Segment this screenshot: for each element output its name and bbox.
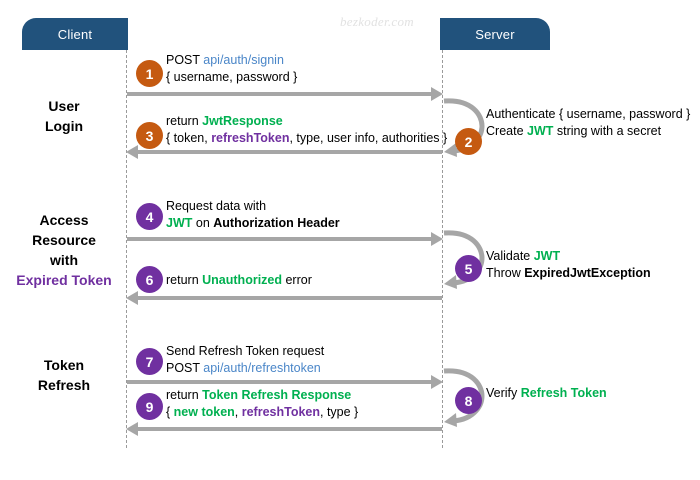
step-badge-2: 2 bbox=[455, 128, 482, 155]
phase-label-line: with bbox=[50, 252, 78, 268]
text-run: Create bbox=[486, 124, 527, 138]
text-run: POST bbox=[166, 53, 204, 67]
phase-label-line: Access bbox=[39, 212, 89, 228]
phase-label-line: Refresh bbox=[37, 377, 91, 393]
actor-client-label: Client bbox=[57, 26, 93, 42]
self-loop-arrow-8 bbox=[442, 365, 488, 427]
lifeline-client bbox=[126, 50, 127, 448]
text-run: string with a secret bbox=[553, 124, 662, 138]
actor-client-box: Client bbox=[22, 18, 128, 50]
actor-server-label: Server bbox=[475, 26, 515, 42]
phase-label-line: Login bbox=[44, 118, 84, 134]
step-text-line: POST api/auth/refreshtoken bbox=[166, 360, 324, 377]
text-run: JWT bbox=[533, 249, 561, 263]
text-run: Refresh Token bbox=[520, 386, 607, 400]
text-run: Send Refresh Token request bbox=[166, 344, 325, 358]
watermark: bezkoder.com bbox=[340, 14, 414, 29]
step-text-line: Verify Refresh Token bbox=[486, 385, 607, 402]
text-run: Throw bbox=[486, 266, 525, 280]
message-arrow-9 bbox=[126, 422, 442, 436]
step-text-2: Authenticate { username, password } Creat… bbox=[486, 106, 690, 140]
text-run: return bbox=[166, 114, 203, 128]
step-badge-4: 4 bbox=[136, 203, 163, 230]
phase-label-line: Token bbox=[43, 357, 85, 373]
step-text-line: { new token, refreshToken, type } bbox=[166, 404, 358, 421]
step-badge-3: 3 bbox=[136, 122, 163, 149]
step-text-line: { token, refreshToken, type, user info, … bbox=[166, 130, 447, 147]
text-run: return bbox=[166, 388, 203, 402]
text-run: Validate bbox=[486, 249, 534, 263]
step-text-line: Request data with bbox=[166, 198, 340, 215]
text-run: { bbox=[166, 405, 174, 419]
step-text-line: return Token Refresh Response bbox=[166, 387, 358, 404]
text-run: POST bbox=[166, 361, 204, 375]
step-text-line: Create JWT string with a secret bbox=[486, 123, 690, 140]
text-run: ExpiredJwtException bbox=[524, 266, 651, 280]
text-run: error bbox=[282, 273, 312, 287]
text-run: api/auth/signin bbox=[203, 53, 284, 67]
text-run: refreshToken bbox=[211, 131, 290, 145]
step-text-1: POST api/auth/signin{ username, password… bbox=[166, 52, 297, 86]
text-run: JwtResponse bbox=[202, 114, 283, 128]
step-text-line: return Unauthorized error bbox=[166, 272, 312, 289]
step-badge-9: 9 bbox=[136, 393, 163, 420]
text-run: , type, user info, authorities } bbox=[289, 131, 448, 145]
text-run: Authenticate { username, password } bbox=[486, 107, 691, 121]
step-text-8: Verify Refresh Token bbox=[486, 385, 607, 402]
step-badge-7: 7 bbox=[136, 348, 163, 375]
step-text-line: Validate JWT bbox=[486, 248, 651, 265]
phase-label-line: Expired Token bbox=[16, 272, 112, 288]
message-arrow-7 bbox=[127, 375, 443, 389]
text-run: Authorization Header bbox=[213, 216, 340, 230]
text-run: , type } bbox=[320, 405, 359, 419]
text-run: , bbox=[234, 405, 242, 419]
text-run: { token, bbox=[166, 131, 212, 145]
step-badge-8: 8 bbox=[455, 387, 482, 414]
lifeline-server bbox=[442, 50, 443, 448]
step-text-line: Throw ExpiredJwtException bbox=[486, 265, 651, 282]
step-badge-6: 6 bbox=[136, 266, 163, 293]
text-run: Verify bbox=[486, 386, 521, 400]
message-arrow-1 bbox=[127, 87, 443, 101]
text-run: { username, password } bbox=[166, 70, 298, 84]
text-run: Token Refresh Response bbox=[202, 388, 352, 402]
message-arrow-4 bbox=[127, 232, 443, 246]
step-text-line: JWT on Authorization Header bbox=[166, 215, 340, 232]
message-arrow-3 bbox=[126, 145, 442, 159]
step-badge-5: 5 bbox=[455, 255, 482, 282]
text-run: JWT bbox=[166, 216, 193, 230]
step-text-line: POST api/auth/signin bbox=[166, 52, 297, 69]
text-run: new token bbox=[173, 405, 235, 419]
text-run: on bbox=[192, 216, 214, 230]
text-run: refreshToken bbox=[241, 405, 320, 419]
step-text-line: Authenticate { username, password } bbox=[486, 106, 690, 123]
step-text-line: Send Refresh Token request bbox=[166, 343, 324, 360]
phase-label-line: Resource bbox=[32, 232, 96, 248]
text-run: return bbox=[166, 273, 203, 287]
actor-server-box: Server bbox=[440, 18, 550, 50]
phase-label-line: User bbox=[48, 98, 80, 114]
step-badge-1: 1 bbox=[136, 60, 163, 87]
step-text-9: return Token Refresh Response{ new token… bbox=[166, 387, 358, 421]
step-text-line: { username, password } bbox=[166, 69, 297, 86]
text-run: Unauthorized bbox=[202, 273, 282, 287]
step-text-line: return JwtResponse bbox=[166, 113, 447, 130]
text-run: Request data with bbox=[166, 199, 267, 213]
step-text-6: return Unauthorized error bbox=[166, 272, 312, 289]
message-arrow-6 bbox=[126, 291, 442, 305]
text-run: api/auth/refreshtoken bbox=[203, 361, 321, 375]
step-text-3: return JwtResponse{ token, refreshToken,… bbox=[166, 113, 447, 147]
text-run: JWT bbox=[527, 124, 554, 138]
